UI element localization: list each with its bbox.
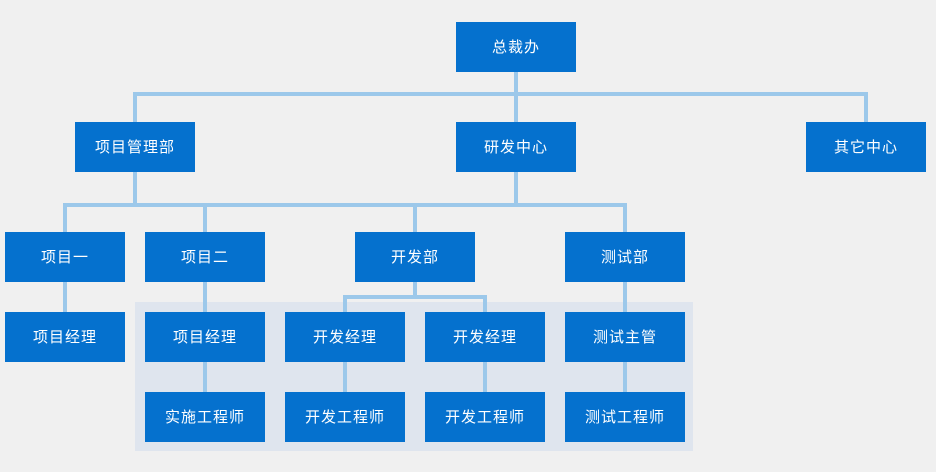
connector-to-test-dept	[623, 203, 627, 234]
node-testing-dept[interactable]: 测试部	[565, 232, 685, 282]
node-label: 测试主管	[592, 328, 657, 346]
connector-to-dev-manager-1	[343, 295, 347, 314]
node-project-manager-2[interactable]: 项目经理	[145, 312, 265, 362]
node-label: 项目管理部	[94, 138, 175, 156]
node-label: 其它中心	[833, 138, 898, 156]
node-development-dept[interactable]: 开发部	[355, 232, 475, 282]
connector-to-rd-center	[514, 92, 518, 124]
node-label: 测试工程师	[584, 408, 665, 426]
connector-to-project-one	[63, 203, 67, 234]
node-project-two[interactable]: 项目二	[145, 232, 265, 282]
connector-project-one-to-pm	[63, 282, 67, 314]
connector-level2-bus	[133, 92, 864, 96]
node-label: 开发工程师	[444, 408, 525, 426]
node-label: 开发经理	[312, 328, 377, 346]
connector-to-project-two	[203, 203, 207, 234]
node-project-manager-1[interactable]: 项目经理	[5, 312, 125, 362]
node-label: 测试部	[600, 248, 649, 266]
connector-dev-manager-1-to-engineer	[343, 362, 347, 394]
connector-test-dept-to-supervisor	[623, 282, 627, 314]
connector-dev-managers-bus	[343, 295, 487, 299]
connector-to-project-mgmt	[133, 92, 137, 124]
node-project-one[interactable]: 项目一	[5, 232, 125, 282]
node-label: 项目二	[180, 248, 229, 266]
connector-root-down	[514, 72, 518, 96]
connector-project-two-to-pm	[203, 282, 207, 314]
node-other-center[interactable]: 其它中心	[806, 122, 926, 172]
connector-level3-bus	[63, 203, 627, 207]
connector-supervisor-to-test-engineer	[623, 362, 627, 394]
connector-to-dev-manager-2	[483, 295, 487, 314]
connector-dev-dept-down	[413, 282, 417, 299]
connector-project-mgmt-down	[133, 172, 137, 206]
node-label: 项目一	[40, 248, 89, 266]
connector-to-dev-dept	[413, 203, 417, 234]
node-development-engineer-2[interactable]: 开发工程师	[425, 392, 545, 442]
node-development-manager-1[interactable]: 开发经理	[285, 312, 405, 362]
node-project-management-dept[interactable]: 项目管理部	[75, 122, 195, 172]
node-label: 研发中心	[483, 138, 548, 156]
connector-to-other-center	[864, 92, 868, 124]
node-label: 开发经理	[452, 328, 517, 346]
node-president-office[interactable]: 总裁办	[456, 22, 576, 72]
node-rd-center[interactable]: 研发中心	[456, 122, 576, 172]
node-label: 项目经理	[32, 328, 97, 346]
node-label: 总裁办	[491, 38, 540, 56]
node-label: 实施工程师	[164, 408, 245, 426]
node-label: 项目经理	[172, 328, 237, 346]
connector-pm-to-impl-engineer	[203, 362, 207, 394]
node-label: 开发部	[390, 248, 439, 266]
node-implementation-engineer[interactable]: 实施工程师	[145, 392, 265, 442]
node-test-engineer[interactable]: 测试工程师	[565, 392, 685, 442]
node-development-engineer-1[interactable]: 开发工程师	[285, 392, 405, 442]
connector-rd-center-down	[514, 172, 518, 206]
node-label: 开发工程师	[304, 408, 385, 426]
connector-dev-manager-2-to-engineer	[483, 362, 487, 394]
node-development-manager-2[interactable]: 开发经理	[425, 312, 545, 362]
node-testing-supervisor[interactable]: 测试主管	[565, 312, 685, 362]
